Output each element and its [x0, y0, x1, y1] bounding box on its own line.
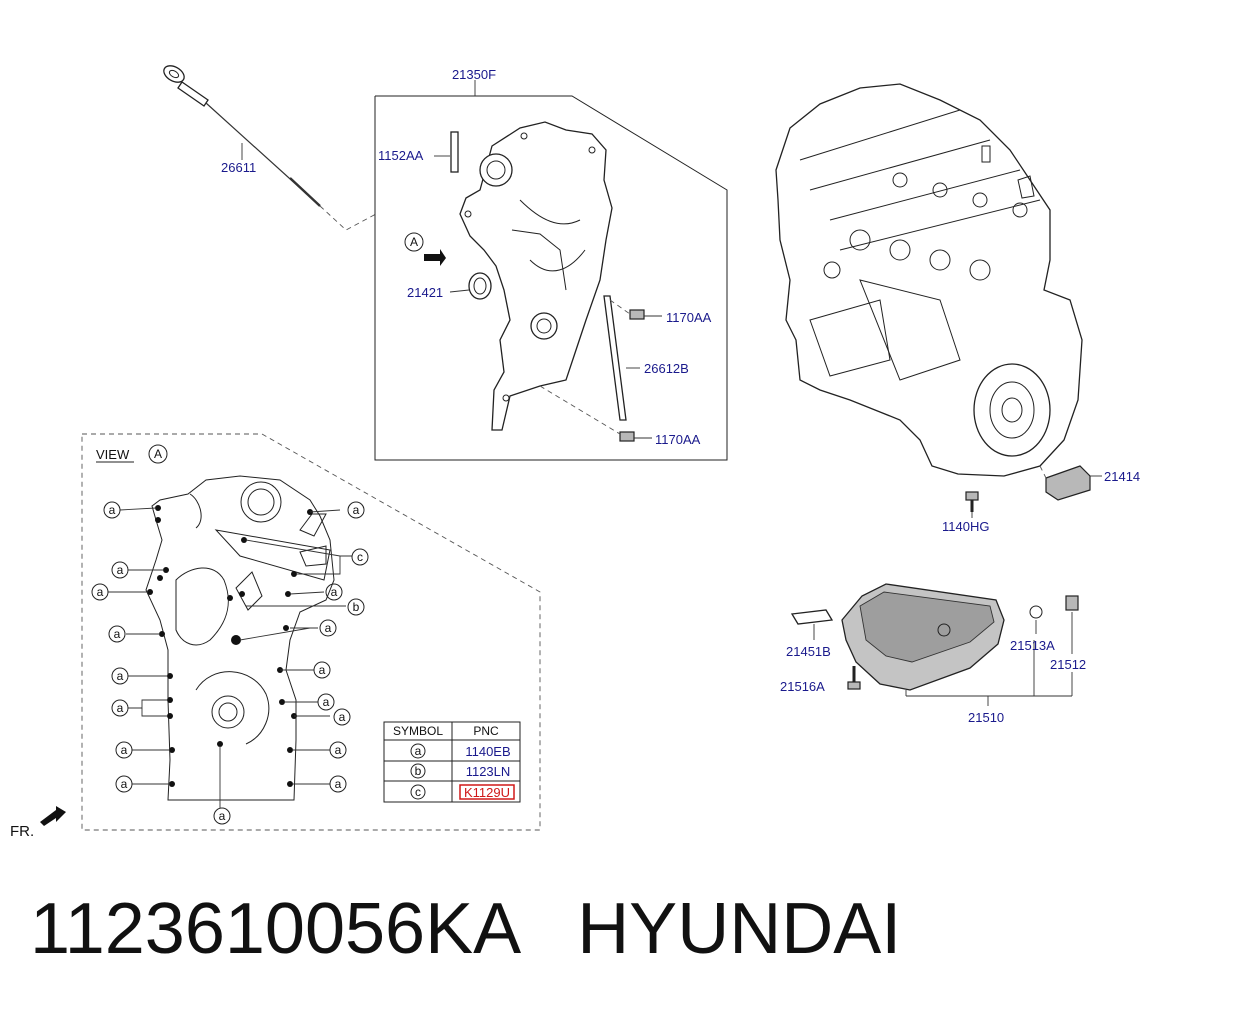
oil-seal-21421 [449, 272, 492, 300]
table-row-pnc-highlighted: K1129U [464, 785, 510, 800]
callout-21350F: 21350F [452, 67, 496, 82]
view-a-ref-main: A [410, 235, 418, 249]
timing-cover-frame [374, 80, 728, 461]
callout-21451B: 21451B [786, 644, 831, 659]
svg-text:a: a [335, 743, 342, 757]
svg-text:a: a [97, 585, 104, 599]
bolt-1170AA-top [609, 299, 662, 320]
view-a-leaders [108, 507, 352, 808]
table-row-pnc: 1140EB [465, 744, 510, 759]
view-label: VIEW [96, 447, 130, 462]
svg-text:a: a [325, 621, 332, 635]
callout-26611: 26611 [221, 160, 256, 175]
callout-21512: 21512 [1050, 657, 1086, 672]
svg-text:a: a [121, 777, 128, 791]
footer-brand: HYUNDAI [577, 889, 902, 969]
svg-text:a: a [323, 695, 330, 709]
callout-21421: 21421 [407, 285, 443, 300]
footer-part-info: 1123610056KA HYUNDAI [30, 888, 901, 970]
pin-1152AA [434, 131, 459, 173]
svg-text:a: a [335, 777, 342, 791]
table-row-symbol: a [415, 744, 422, 758]
gasket-21513A [1029, 605, 1043, 634]
table-row-symbol: c [415, 785, 421, 799]
svg-text:a: a [121, 743, 128, 757]
fr-label: FR. [10, 823, 34, 840]
view-a-indicator: A [404, 232, 446, 266]
engine-block [775, 83, 1083, 477]
svg-text:a: a [339, 710, 346, 724]
table-row-symbol: b [415, 764, 422, 778]
svg-text:a: a [117, 563, 124, 577]
callout-26612B: 26612B [644, 361, 689, 376]
view-a-markers: a a a a a a a a a c a b a a a a a a a [91, 501, 369, 825]
svg-text:a: a [114, 627, 121, 641]
bracket-21451B [790, 609, 834, 640]
svg-text:a: a [219, 809, 226, 823]
bolt-1140HG [965, 491, 979, 518]
view-a-panel [81, 433, 541, 831]
svg-text:a: a [319, 663, 326, 677]
callout-21513A: 21513A [1010, 638, 1055, 653]
guide-tube-26612B [603, 295, 640, 421]
svg-text:a: a [331, 585, 338, 599]
svg-text:a: a [117, 669, 124, 683]
oil-pan-21510 [841, 583, 1073, 706]
svg-text:c: c [357, 550, 363, 564]
svg-text:b: b [353, 600, 360, 614]
callout-21516A: 21516A [780, 679, 825, 694]
callout-21510: 21510 [968, 710, 1004, 725]
bolt-1170AA-bottom [539, 385, 652, 442]
callout-1140HG: 1140HG [942, 519, 989, 534]
footer-part-number: 1123610056KA [30, 889, 518, 969]
front-direction-indicator: FR. [10, 806, 66, 840]
highlight-box [459, 784, 515, 800]
table-header-symbol: SYMBOL [393, 724, 443, 738]
svg-text:a: a [117, 701, 124, 715]
table-header-pnc: PNC [473, 724, 499, 738]
callout-21414: 21414 [1104, 469, 1140, 484]
drain-plug-21512 [1065, 595, 1079, 654]
symbol-table: SYMBOL PNC a 1140EB b 1123LN c K1129U [383, 721, 521, 803]
cover-plate-21414 [1039, 465, 1102, 501]
dipstick-26611 [163, 65, 321, 207]
svg-text:a: a [109, 503, 116, 517]
callout-1152AA: 1152AA [378, 148, 424, 163]
callout-1170AA-bottom: 1170AA [655, 432, 701, 447]
view-ref: A [154, 447, 162, 461]
svg-text:a: a [353, 503, 360, 517]
callout-1170AA-top: 1170AA [666, 310, 712, 325]
table-row-pnc: 1123LN [466, 764, 511, 779]
bolt-21516A [847, 666, 861, 690]
